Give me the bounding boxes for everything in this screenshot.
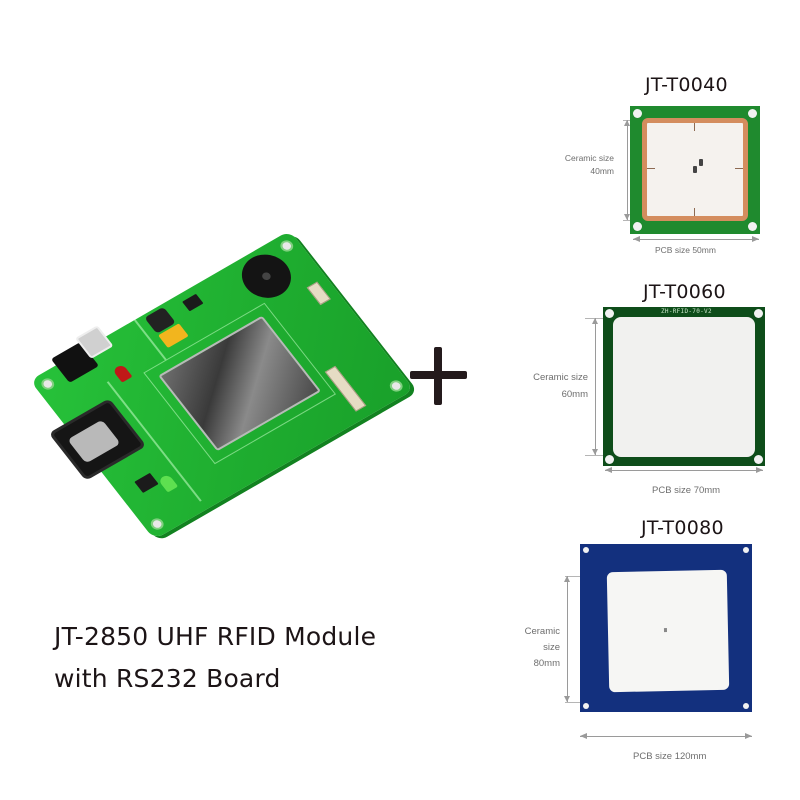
silkscreen-text: ZH-RFID-70-V2 <box>661 308 712 315</box>
ceramic-patch <box>613 317 755 457</box>
ceramic-dimension-arrow <box>624 120 630 220</box>
antenna-pcb-t0040 <box>630 106 760 234</box>
ceramic-size-text: size <box>543 642 560 653</box>
jst-connector <box>306 281 331 306</box>
patch-notch <box>647 168 655 169</box>
mounting-hole <box>38 376 57 392</box>
product-title-line-2: with RS232 Board <box>54 664 281 693</box>
mounting-hole <box>605 455 614 464</box>
antenna-model-t0080: JT-T0080 <box>641 517 724 539</box>
mounting-hole <box>583 547 589 553</box>
red-led <box>112 363 133 383</box>
ceramic-size-text: Ceramic size <box>533 372 588 383</box>
product-title: JT-2850 UHF RFID Module with RS232 Board <box>54 616 376 700</box>
ceramic-size-label-t0040: Ceramic size 40mm <box>556 152 614 178</box>
antenna-pcb-t0080 <box>580 544 752 712</box>
pcb-size-label-t0080: PCB size 120mm <box>633 751 707 762</box>
feed-point <box>699 159 703 166</box>
plus-vertical-bar <box>434 347 442 405</box>
ceramic-size-label-t0060: Ceramic size 60mm <box>520 370 588 402</box>
mounting-hole <box>743 703 749 709</box>
patch-notch <box>694 208 695 216</box>
buzzer <box>232 246 301 307</box>
antenna-model-t0060: JT-T0060 <box>643 281 726 303</box>
ceramic-size-value: 80mm <box>533 658 560 669</box>
product-title-line-1: JT-2850 UHF RFID Module <box>54 622 377 651</box>
feed-point <box>693 166 697 173</box>
ceramic-size-value: 40mm <box>590 166 614 176</box>
mounting-hole <box>148 516 167 532</box>
antenna-pcb-t0060: ZH-RFID-70-V2 <box>603 307 765 466</box>
patch-notch <box>735 168 743 169</box>
pcb-board <box>29 230 415 540</box>
pcb-size-label-t0040: PCB size 50mm <box>655 245 716 255</box>
ceramic-size-value: 60mm <box>561 389 588 400</box>
mounting-hole <box>633 222 642 231</box>
feed-point <box>663 628 668 633</box>
ic-chip <box>134 472 159 493</box>
pcb-dimension-arrow <box>580 733 752 739</box>
ceramic-patch <box>606 569 730 693</box>
green-led <box>157 473 179 493</box>
mounting-hole <box>743 547 749 553</box>
ceramic-size-label-t0080: Ceramic size 80mm <box>516 624 560 672</box>
mounting-hole <box>748 222 757 231</box>
rfid-module-board-image <box>29 225 415 555</box>
patch-notch <box>694 123 695 131</box>
pcb-dimension-arrow <box>605 467 763 473</box>
ceramic-size-text: Ceramic size <box>564 153 614 163</box>
mounting-hole <box>277 238 296 254</box>
mounting-hole <box>583 703 589 709</box>
mounting-hole <box>605 309 614 318</box>
mounting-hole <box>387 378 406 394</box>
mounting-hole <box>633 109 642 118</box>
ceramic-dimension-arrow <box>592 318 598 455</box>
mounting-hole <box>754 309 763 318</box>
dimension-tick <box>565 576 590 577</box>
plus-icon <box>410 345 470 405</box>
mounting-hole <box>754 455 763 464</box>
mounting-hole <box>748 109 757 118</box>
pcb-dimension-arrow <box>633 236 759 242</box>
db9-shell <box>67 419 121 464</box>
ceramic-dimension-arrow <box>564 576 570 702</box>
dimension-tick <box>565 702 590 703</box>
ceramic-patch <box>642 118 748 221</box>
dimension-tick <box>585 455 605 456</box>
ceramic-size-text: Ceramic <box>524 626 560 637</box>
antenna-model-t0040: JT-T0040 <box>645 74 728 96</box>
dimension-tick <box>623 220 633 221</box>
ic-chip <box>182 293 204 312</box>
pcb-size-label-t0060: PCB size 70mm <box>652 485 721 496</box>
